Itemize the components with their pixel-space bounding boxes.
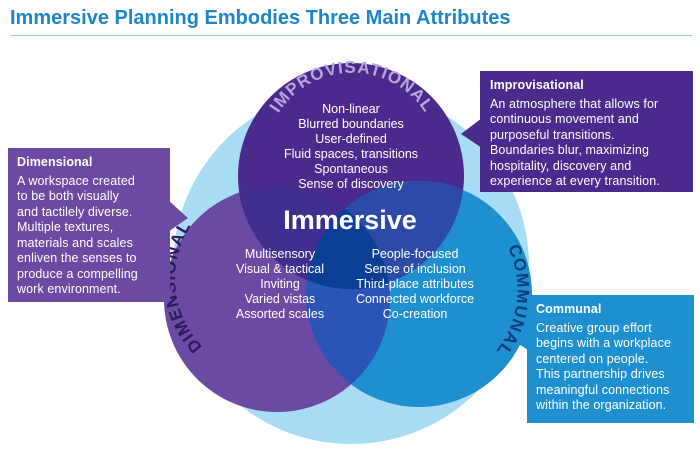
dimensional-list: Multisensory Visual & tactical Inviting … bbox=[236, 247, 324, 321]
center-label: Immersive bbox=[283, 205, 417, 235]
page-title: Immersive Planning Embodies Three Main A… bbox=[10, 7, 511, 29]
callout-pointer-improvisational bbox=[461, 118, 482, 148]
improvisational-item: Non-linear bbox=[322, 102, 380, 116]
callout-dimensional-body: A workspace created to be both visually … bbox=[17, 173, 138, 297]
callout-communal: Communal Creative group effort begins wi… bbox=[527, 295, 694, 423]
communal-item: Third-place attributes bbox=[356, 277, 473, 291]
center-overlap bbox=[306, 186, 390, 289]
title-divider bbox=[10, 35, 692, 36]
callout-communal-title: Communal bbox=[536, 302, 602, 316]
dimensional-item: Multisensory bbox=[245, 247, 316, 261]
communal-item: Connected workforce bbox=[356, 292, 474, 306]
dimensional-item: Visual & tactical bbox=[236, 262, 324, 276]
callout-dimensional: Dimensional A workspace created to be bo… bbox=[8, 148, 170, 302]
callout-pointer-dimensional bbox=[168, 200, 188, 232]
callout-improvisational: Improvisational An atmosphere that allow… bbox=[480, 71, 693, 192]
improvisational-item: User-defined bbox=[315, 132, 387, 146]
callout-improvisational-title: Improvisational bbox=[490, 78, 584, 92]
improvisational-item: Blurred boundaries bbox=[298, 117, 404, 131]
improvisational-item: Spontaneous bbox=[314, 162, 388, 176]
dimensional-item: Assorted scales bbox=[236, 307, 324, 321]
communal-item: Sense of inclusion bbox=[364, 262, 466, 276]
improvisational-item: Sense of discovery bbox=[298, 177, 404, 191]
communal-list: People-focused Sense of inclusion Third-… bbox=[356, 247, 474, 321]
communal-item: Co-creation bbox=[383, 307, 448, 321]
callout-improvisational-body: An atmosphere that allows for continuous… bbox=[490, 96, 660, 189]
improvisational-item: Fluid spaces, transitions bbox=[284, 147, 418, 161]
callout-dimensional-title: Dimensional bbox=[17, 155, 93, 169]
dimensional-item: Inviting bbox=[260, 277, 300, 291]
callout-pointer-communal bbox=[506, 320, 528, 350]
improvisational-list: Non-linear Blurred boundaries User-defin… bbox=[284, 102, 418, 191]
callout-communal-body: Creative group effort begins with a work… bbox=[536, 320, 672, 413]
communal-item: People-focused bbox=[372, 247, 459, 261]
dimensional-item: Varied vistas bbox=[245, 292, 316, 306]
